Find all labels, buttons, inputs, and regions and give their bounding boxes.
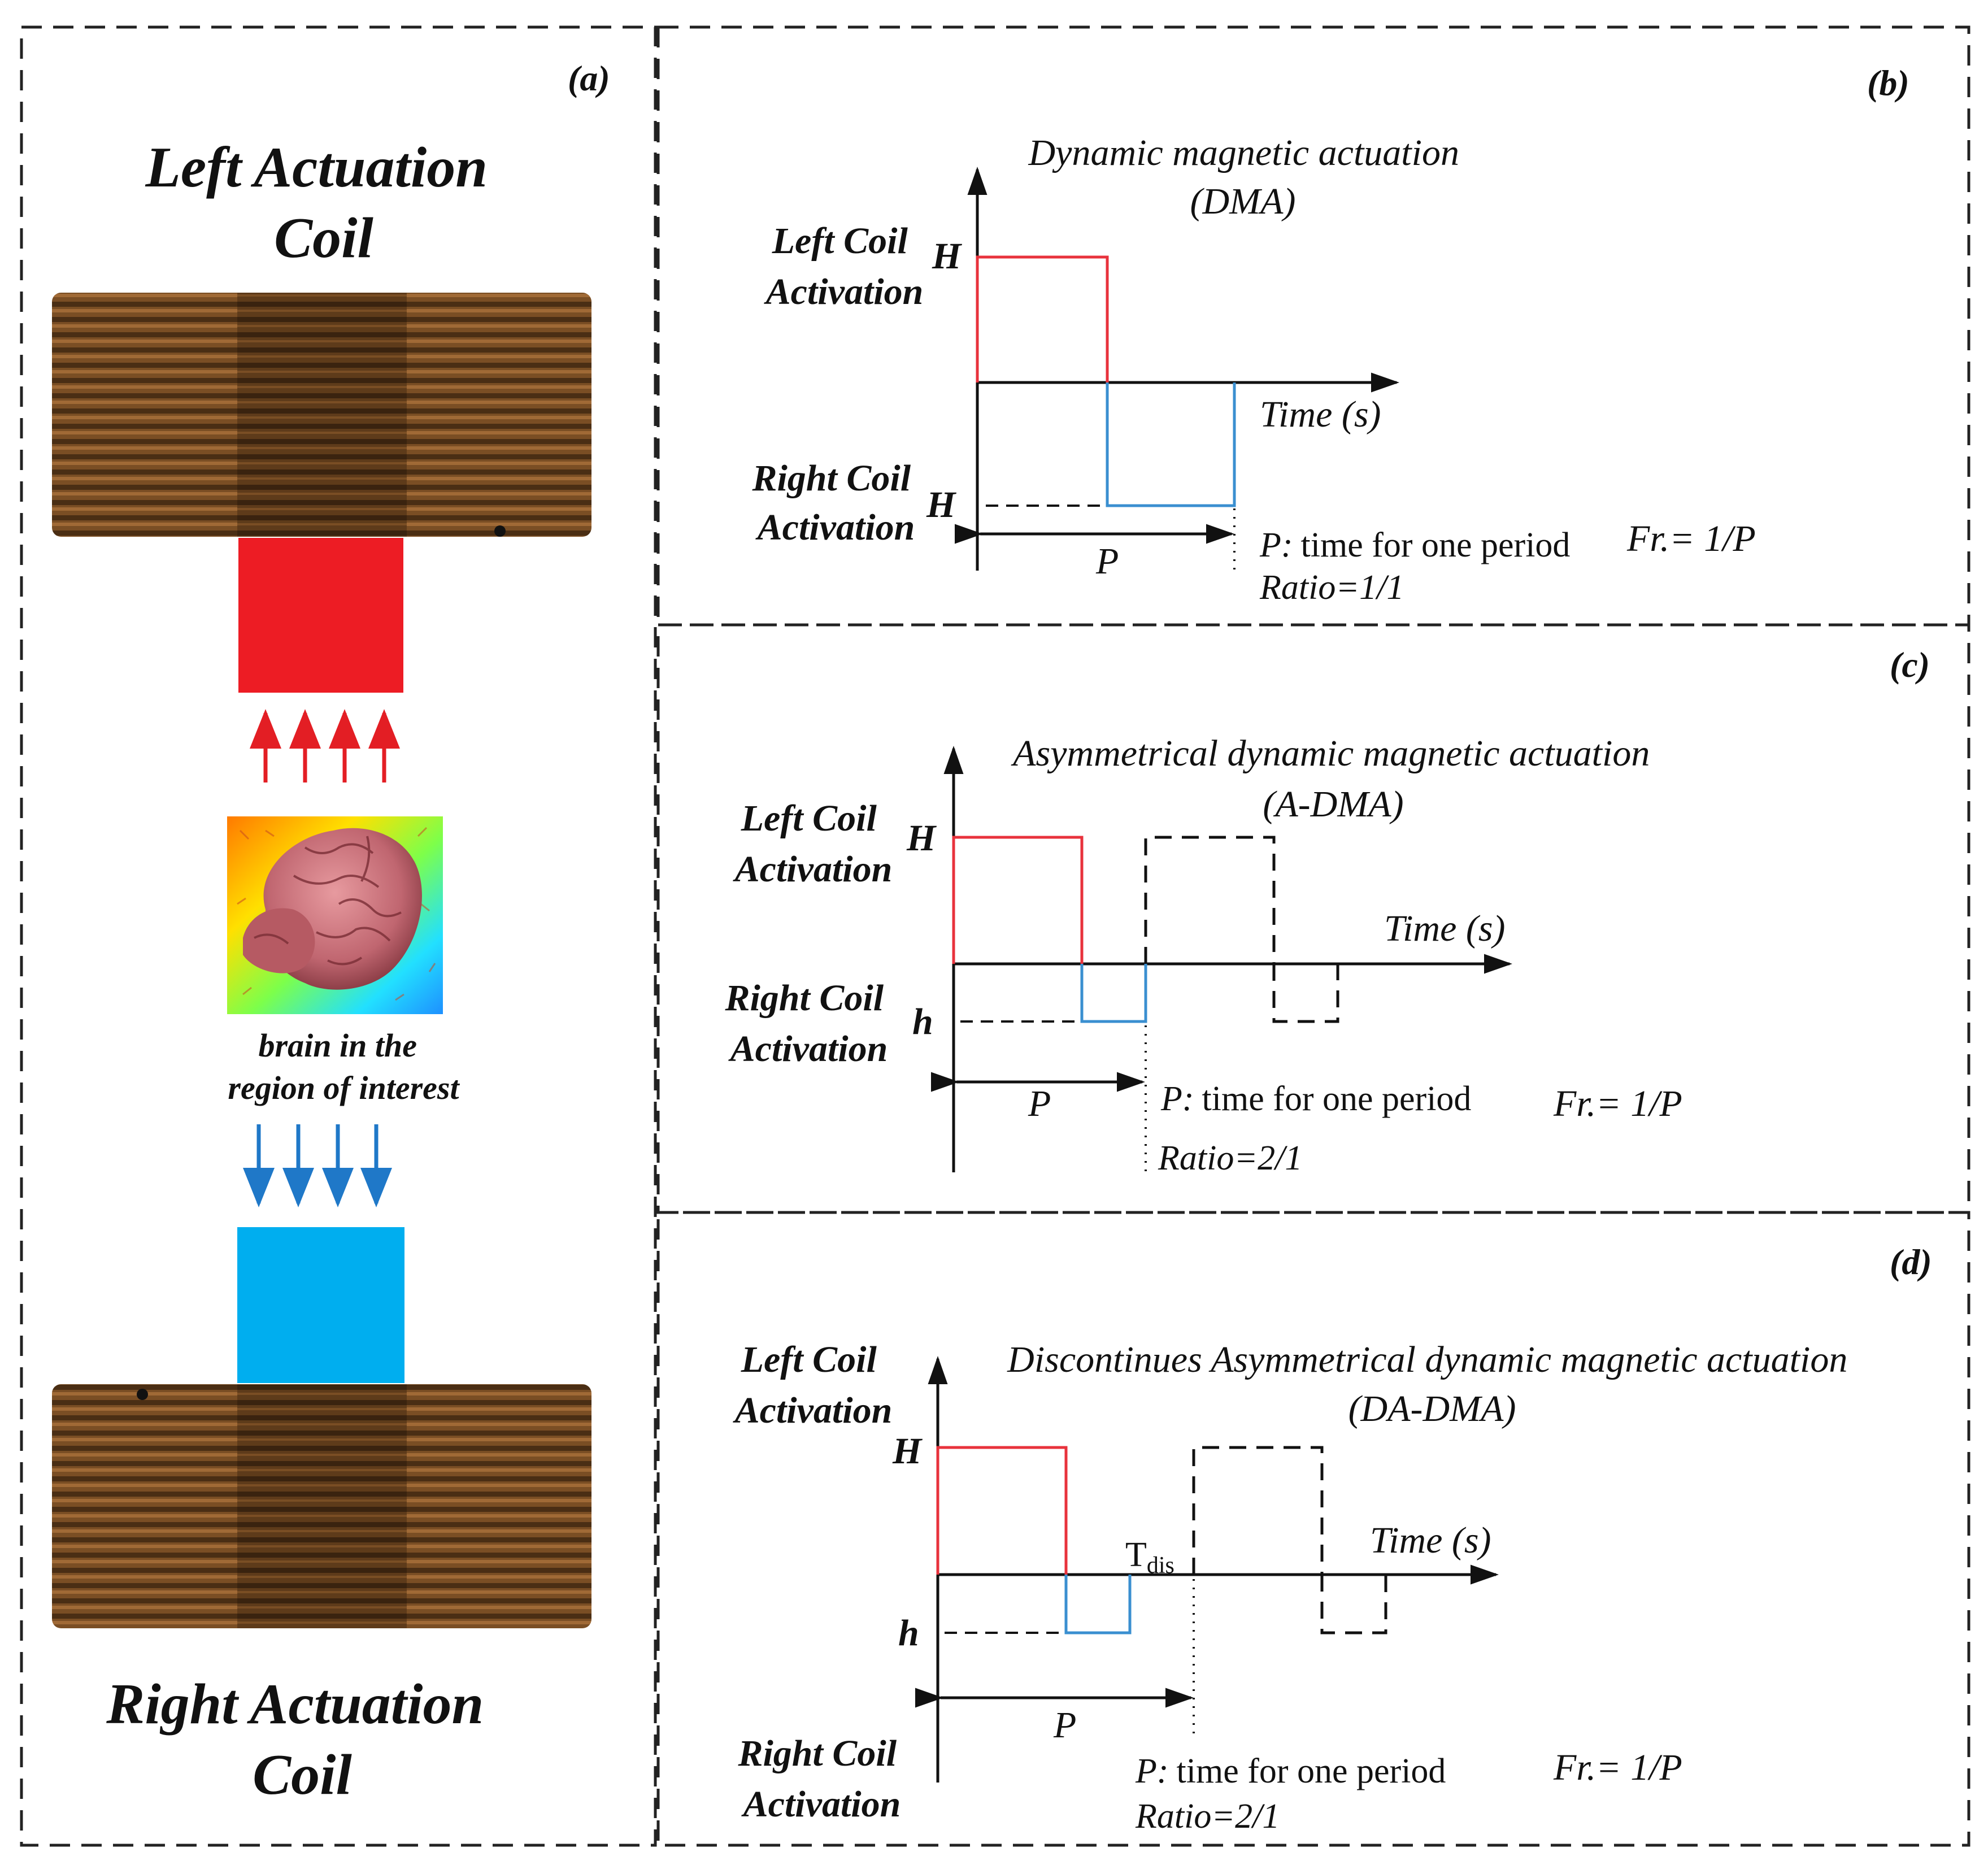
panel-b-right-axis-label-line1: Right Coil: [751, 458, 911, 499]
brain-caption-line1: brain in the: [259, 1027, 417, 1064]
panel-borders: [20, 25, 1970, 1847]
panel-c-frequency: Fr.= 1/P: [1553, 1083, 1682, 1124]
field-arrows-up: [250, 709, 400, 782]
panel-d-right-axis-label-line2: Activation: [741, 1784, 901, 1825]
panel-b-left-pulse: [976, 255, 1109, 382]
right-pole-block: [237, 1227, 404, 1383]
panel-d-border: [656, 1211, 1970, 1847]
panel-c-upper-level: H: [906, 818, 937, 859]
panel-c-period-note-text: time for one period: [1202, 1080, 1472, 1118]
panel-c-period-symbol: P: [1028, 1083, 1051, 1124]
panel-b-right-pulse: [1106, 382, 1236, 507]
panel-b-title-line1: Dynamic magnetic actuation: [1028, 132, 1459, 173]
panel-c-title: Asymmetrical dynamic magnetic actuation …: [1011, 733, 1659, 825]
panel-d-frequency: Fr.= 1/P: [1553, 1747, 1682, 1788]
panel-c: (c) Asymmetrical dynamic magnetic actuat…: [724, 645, 1930, 1177]
panel-d-right-axis-label-line1: Right Coil: [737, 1733, 897, 1774]
panel-b-right-axis-label: Right Coil Activation: [751, 458, 920, 548]
panel-c-right-axis-label-line2: Activation: [728, 1028, 888, 1070]
panel-d-right-axis-label: Right Coil Activation: [737, 1733, 906, 1825]
panel-b-lower-level: H: [926, 484, 957, 525]
panel-c-next-right-pulse: [1272, 964, 1339, 1023]
panel-b-time-label: Time (s): [1260, 394, 1381, 435]
right-actuation-coil: [52, 1384, 591, 1628]
panel-d-title-line1: Discontinues Asymmetrical dynamic magnet…: [1007, 1339, 1847, 1380]
panel-a-border: [20, 25, 657, 1847]
panel-d-title-line2: (DA-DMA): [1348, 1388, 1516, 1429]
panel-d-title: Discontinues Asymmetrical dynamic magnet…: [1007, 1339, 1857, 1429]
panel-d-left-axis-label-line1: Left Coil: [741, 1339, 877, 1380]
panel-b-ratio: Ratio=1/1: [1259, 568, 1404, 607]
panel-c-title-line2: (A-DMA): [1263, 784, 1403, 825]
panel-d-ratio: Ratio=2/1: [1135, 1797, 1280, 1836]
panel-d-time-label: Time (s): [1370, 1520, 1491, 1561]
panel-d-upper-level: H: [892, 1431, 923, 1472]
panel-d-tdis-main: T: [1125, 1536, 1147, 1574]
panel-b-title: Dynamic magnetic actuation (DMA): [1028, 132, 1469, 222]
panel-c-left-axis-label-line1: Left Coil: [741, 798, 877, 839]
panel-d-tag: (d): [1890, 1242, 1932, 1282]
brain-caption: brain in the region of interest: [228, 1027, 460, 1106]
panel-c-left-axis-label-line2: Activation: [733, 849, 893, 890]
panel-c-title-line1: Asymmetrical dynamic magnetic actuation: [1011, 733, 1650, 774]
panel-b-border: [656, 25, 1970, 627]
left-coil-title: Left Actuation Coil: [145, 136, 502, 270]
panel-c-right-axis-label-line1: Right Coil: [724, 977, 884, 1019]
panel-d-left-axis-label-line2: Activation: [733, 1390, 893, 1431]
panel-a: (a) Left Actuation Coil: [52, 58, 610, 1807]
panel-b-upper-level: H: [932, 236, 963, 277]
panel-c-left-axis-label: Left Coil Activation: [733, 798, 893, 890]
panel-d-period-note: P:time for one period: [1135, 1752, 1446, 1790]
panel-a-tag: (a): [568, 58, 610, 98]
panel-c-period-note: P:time for one period: [1160, 1080, 1471, 1118]
panel-d-tdis: Tdis: [1125, 1536, 1174, 1579]
panel-d-period-note-text: time for one period: [1177, 1752, 1446, 1790]
panel-c-right-pulse: [1080, 964, 1147, 1023]
panel-c-ratio: Ratio=2/1: [1158, 1139, 1302, 1177]
panel-d-period-symbol: P: [1053, 1705, 1076, 1746]
panel-b-period-symbol: P: [1095, 541, 1119, 582]
panel-b-right-axis-label-line2: Activation: [755, 507, 915, 548]
left-pole-block: [238, 538, 403, 693]
panel-d-left-axis-label: Left Coil Activation: [733, 1339, 893, 1431]
left-actuation-coil: [52, 293, 591, 537]
panel-c-border: [656, 623, 1970, 1214]
panel-c-left-pulse: [952, 836, 1084, 964]
panel-c-time-label: Time (s): [1384, 908, 1506, 949]
panel-b-period-note: P:time for one period: [1259, 526, 1570, 564]
panel-b-left-axis-label-line2: Activation: [764, 271, 924, 312]
panel-d: (d) Discontinues Asymmetrical dynamic ma…: [733, 1242, 1932, 1836]
right-coil-title: Right Actuation Coil: [106, 1672, 498, 1807]
panel-d-left-pulse: [936, 1446, 1068, 1575]
panel-d-next-right-pulse: [1320, 1575, 1387, 1634]
panel-d-period-note-prefix: P:: [1135, 1752, 1169, 1790]
panel-c-right-axis-label: Right Coil Activation: [724, 977, 893, 1070]
panel-b-left-axis-label-line1: Left Coil: [772, 220, 908, 262]
panel-d-next-left-pulse: [1192, 1446, 1324, 1575]
right-coil-title-line2: Coil: [253, 1743, 352, 1807]
panel-d-tdis-sub: dis: [1147, 1553, 1174, 1579]
panel-b-left-axis-label: Left Coil Activation: [764, 220, 924, 312]
panel-b: (b) Dynamic magnetic actuation (DMA) Lef…: [751, 63, 1909, 607]
right-coil-title-line1: Right Actuation: [106, 1672, 484, 1736]
panel-c-next-left-pulse: [1144, 836, 1276, 964]
panel-b-tag: (b): [1867, 63, 1909, 103]
left-coil-title-line2: Coil: [274, 206, 373, 270]
panel-b-frequency: Fr.= 1/P: [1626, 518, 1756, 559]
brain-caption-line2: region of interest: [228, 1070, 460, 1106]
field-arrows-down: [243, 1124, 392, 1207]
panel-c-lower-level: h: [912, 1001, 933, 1042]
panel-d-right-pulse: [1064, 1575, 1132, 1634]
panel-b-period-note-prefix: P:: [1259, 526, 1293, 564]
panel-b-title-line2: (DMA): [1190, 181, 1296, 222]
panel-d-lower-level: h: [898, 1612, 919, 1654]
brain-image: [227, 816, 443, 1014]
panel-c-period-note-prefix: P:: [1160, 1080, 1194, 1118]
left-coil-title-line1: Left Actuation: [145, 136, 488, 199]
panel-c-tag: (c): [1890, 645, 1930, 685]
panel-b-period-note-text: time for one period: [1301, 526, 1571, 564]
